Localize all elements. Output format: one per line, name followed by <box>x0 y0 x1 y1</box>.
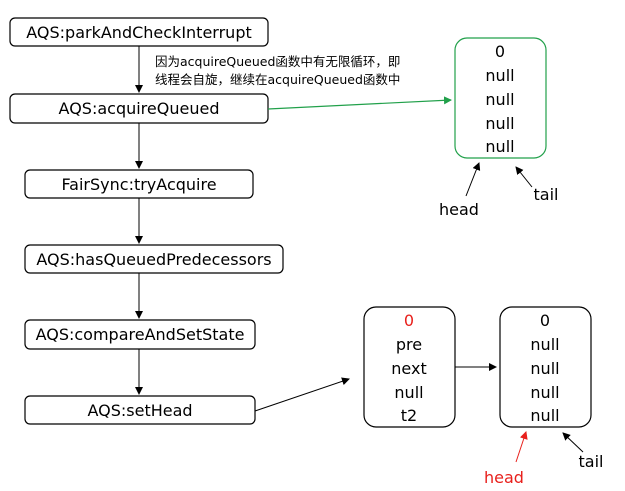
node-field: null <box>485 90 514 109</box>
flow-step-label: AQS:setHead <box>87 401 192 420</box>
tail-label: tail <box>534 185 559 204</box>
node-field: null <box>485 66 514 85</box>
flow-box-try-acquire: FairSync:tryAcquire <box>24 169 254 199</box>
node-field: t2 <box>401 406 417 425</box>
node-field: null <box>530 406 559 425</box>
old-node: 0 pre next null t2 <box>363 306 456 428</box>
flow-step-label: AQS:hasQueuedPredecessors <box>36 250 271 269</box>
node-field: null <box>394 383 423 402</box>
flow-step-label: AQS:acquireQueued <box>59 99 220 118</box>
tail-label: tail <box>579 452 604 471</box>
node-field: null <box>530 359 559 378</box>
flow-step-label: AQS:parkAndCheckInterrupt <box>26 23 252 42</box>
flow-box-has-queued-predecessors: AQS:hasQueuedPredecessors <box>24 244 284 274</box>
node-field-waitstatus: 0 <box>404 311 414 330</box>
node-field: next <box>391 359 426 378</box>
flow-box-park-and-check-interrupt: AQS:parkAndCheckInterrupt <box>9 17 269 47</box>
flow-box-compare-and-set-state: AQS:compareAndSetState <box>24 319 256 350</box>
flow-step-label: FairSync:tryAcquire <box>61 175 216 194</box>
flow-step-label: AQS:compareAndSetState <box>36 325 245 344</box>
annotation-line-2: 线程会自旋，继续在acquireQueued函数中 <box>155 72 400 87</box>
new-node: 0 null null null null <box>499 306 592 428</box>
tail-pointer-arrow <box>562 432 584 453</box>
top-node: 0 null null null null <box>454 37 547 159</box>
node-field: null <box>485 114 514 133</box>
annotation-line-1: 因为acquireQueued函数中有无限循环，即 <box>155 54 400 69</box>
head-label: head <box>439 200 479 219</box>
node-field: 0 <box>495 42 505 61</box>
tail-pointer-arrow <box>515 166 533 188</box>
flow-box-acquire-queued: AQS:acquireQueued <box>9 93 269 124</box>
node-field: null <box>530 383 559 402</box>
node-field: 0 <box>540 311 550 330</box>
set-head-arrow <box>254 377 350 412</box>
node-field: null <box>485 137 514 156</box>
green-arrow <box>267 96 452 110</box>
node-field: null <box>530 335 559 354</box>
node-field: pre <box>396 335 422 354</box>
head-pointer-arrow <box>465 162 481 197</box>
flow-box-set-head: AQS:setHead <box>24 395 256 425</box>
head-label-red: head <box>484 468 524 487</box>
head-pointer-arrow-red <box>515 431 528 463</box>
